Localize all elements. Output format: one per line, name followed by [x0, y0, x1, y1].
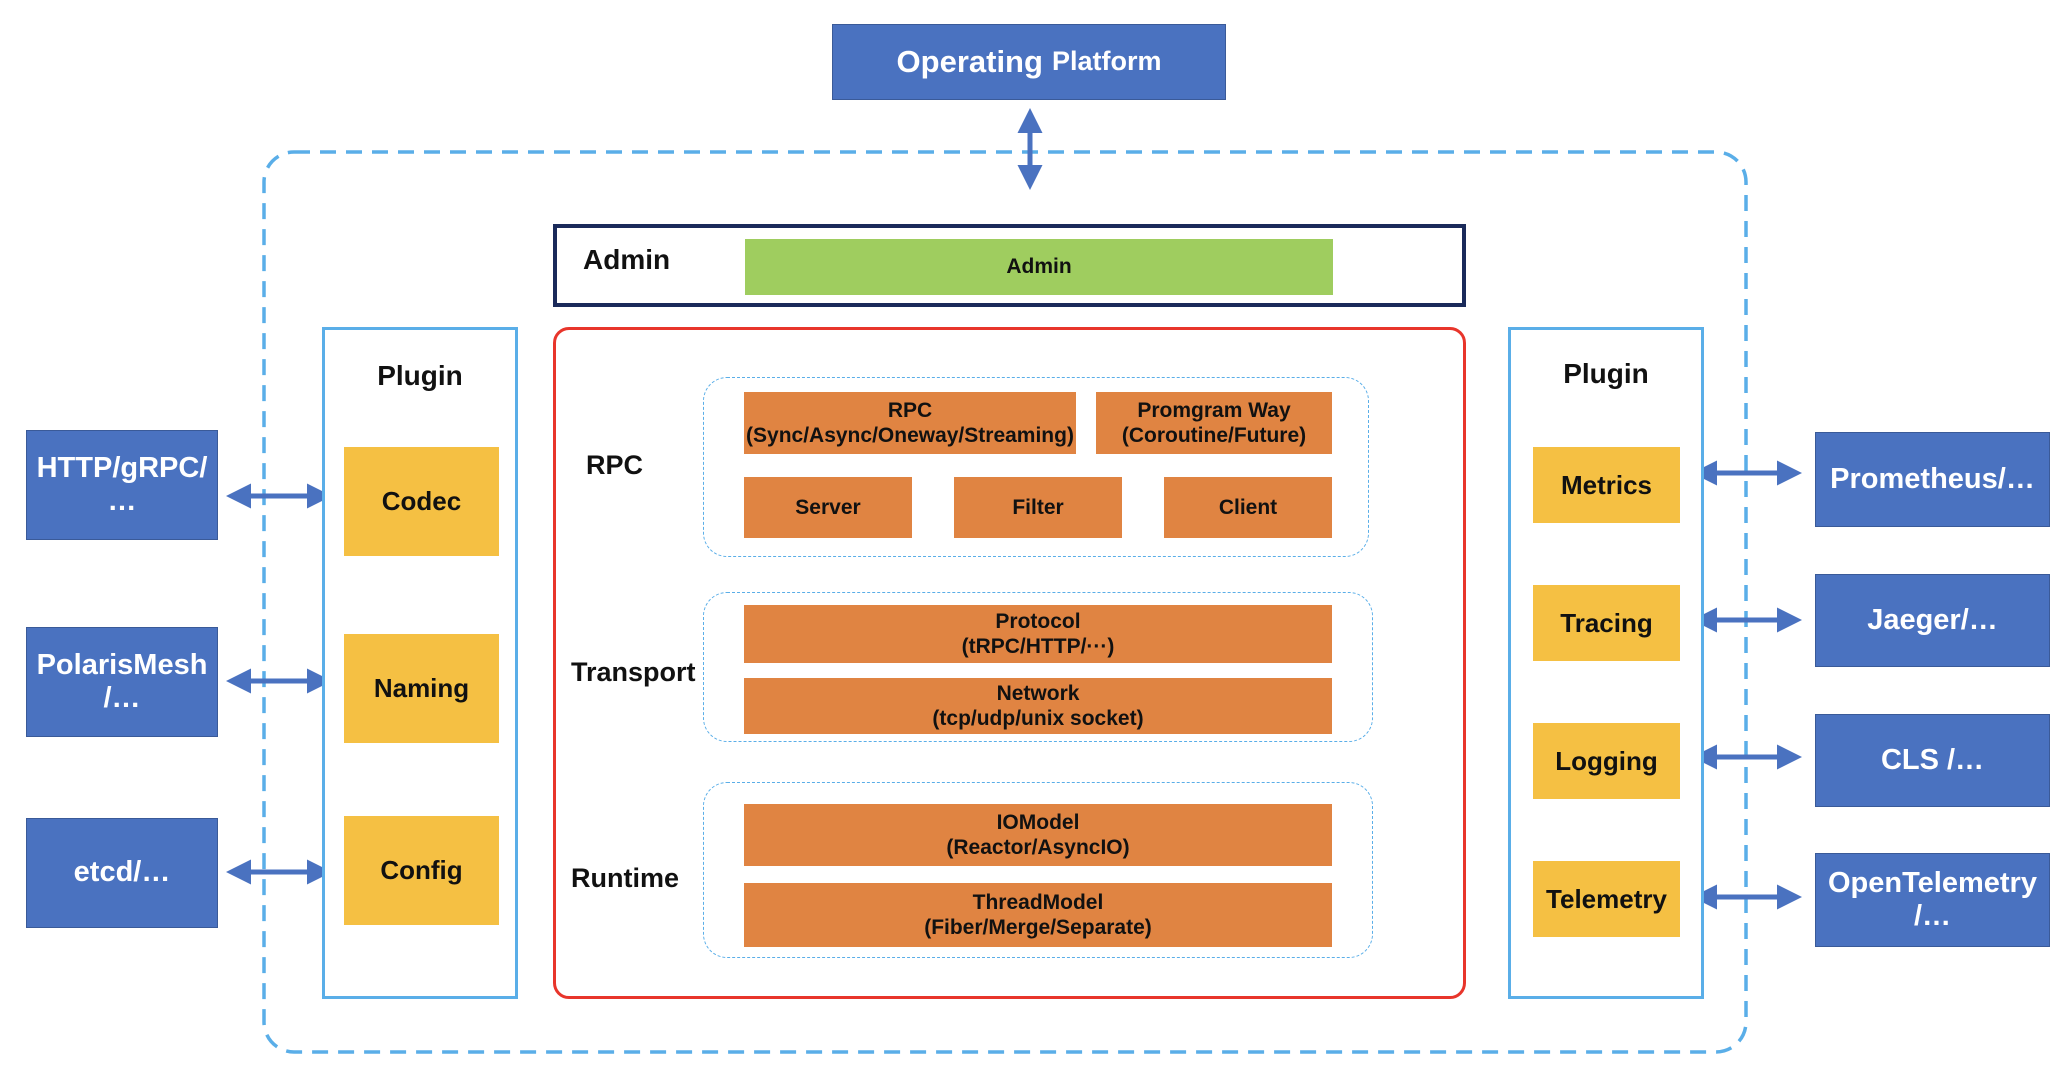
external-http-grpc: HTTP/gRPC/ …	[26, 430, 218, 540]
external-etcd: etcd/…	[26, 818, 218, 928]
protocol-box: Protocol (tRPC/HTTP/···)	[744, 605, 1332, 663]
external-polarismesh: PolarisMesh /…	[26, 627, 218, 737]
runtime-group	[703, 782, 1373, 958]
left-plugin-frame: Plugin Codec Naming Config	[322, 327, 518, 999]
core-frame: RPC RPC (Sync/Async/Oneway/Streaming) Pr…	[553, 327, 1466, 999]
admin-row-label: Admin	[583, 244, 671, 275]
external-opentelemetry: OpenTelemetry /…	[1815, 853, 2050, 947]
client-box: Client	[1164, 477, 1332, 538]
plugin-codec: Codec	[344, 447, 499, 556]
plugin-telemetry: Telemetry	[1533, 861, 1680, 937]
iomodel-box: IOModel (Reactor/AsyncIO)	[744, 804, 1332, 866]
network-box: Network (tcp/udp/unix socket)	[744, 678, 1332, 734]
operating-platform-main-label: Operating	[896, 44, 1043, 80]
right-plugin-title: Plugin	[1563, 358, 1649, 389]
operating-platform-box: Operating Platform	[832, 24, 1226, 100]
plugin-naming: Naming	[344, 634, 499, 743]
admin-bar: Admin	[745, 239, 1333, 295]
filter-box: Filter	[954, 477, 1122, 538]
plugin-logging: Logging	[1533, 723, 1680, 799]
system-boundary	[262, 150, 1748, 1054]
server-box: Server	[744, 477, 912, 538]
external-jaeger: Jaeger/…	[1815, 574, 2050, 667]
rpc-box: RPC (Sync/Async/Oneway/Streaming)	[744, 392, 1076, 454]
external-cls: CLS /…	[1815, 714, 2050, 807]
program-way-box: Promgram Way (Coroutine/Future)	[1096, 392, 1332, 454]
plugin-config: Config	[344, 816, 499, 925]
rpc-group	[703, 377, 1369, 557]
operating-platform-sub-label: Platform	[1051, 46, 1162, 77]
admin-frame: Admin Admin	[553, 224, 1466, 307]
plugin-metrics: Metrics	[1533, 447, 1680, 523]
threadmodel-box: ThreadModel (Fiber/Merge/Separate)	[744, 883, 1332, 947]
left-plugin-title: Plugin	[377, 360, 463, 391]
plugin-tracing: Tracing	[1533, 585, 1680, 661]
right-plugin-frame: Plugin Metrics Tracing Logging Telemetry	[1508, 327, 1704, 999]
transport-group	[703, 592, 1373, 742]
transport-layer-label: Transport	[571, 657, 696, 687]
rpc-layer-label: RPC	[586, 450, 644, 480]
runtime-layer-label: Runtime	[571, 863, 679, 893]
external-prometheus: Prometheus/…	[1815, 432, 2050, 527]
